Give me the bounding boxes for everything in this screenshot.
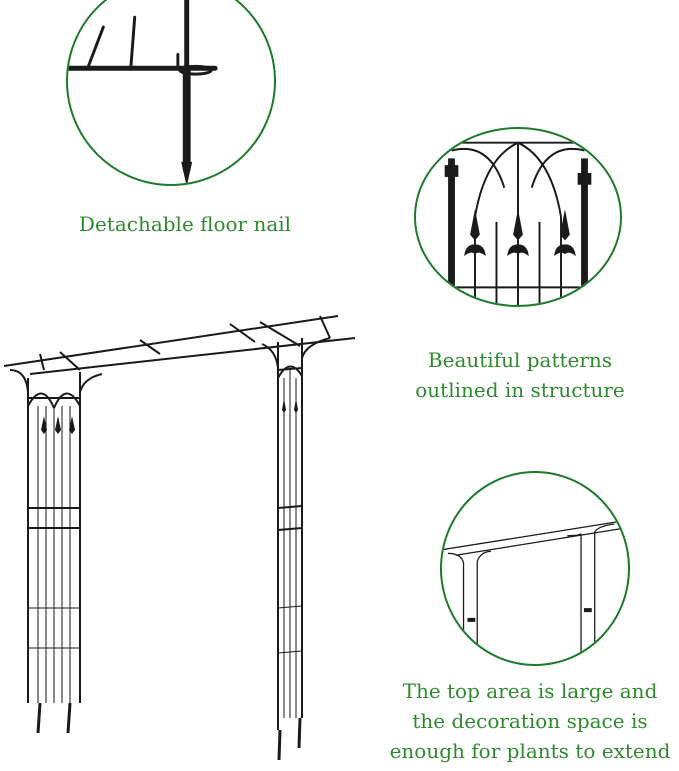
top-area-caption-line3: enough for plants to extend <box>389 739 671 763</box>
top-area-circle <box>440 471 630 666</box>
fleur-de-lis-pattern-icon <box>444 141 592 305</box>
pattern-circle <box>414 127 622 307</box>
floor-nail-caption: Detachable floor nail <box>78 212 292 236</box>
pattern-caption-line2: outlined in structure <box>415 378 625 402</box>
top-area-caption-line1: The top area is large and <box>402 679 658 703</box>
garden-arch-illustration <box>0 308 360 767</box>
top-area-caption-line2: the decoration space is <box>412 709 648 733</box>
pattern-caption: Beautiful patterns outlined in structure <box>380 345 660 405</box>
floor-nail-circle <box>66 0 276 186</box>
arch-overview-icon <box>443 521 627 660</box>
pattern-caption-line1: Beautiful patterns <box>427 348 613 372</box>
garden-arch-icon <box>3 315 356 761</box>
top-area-caption: The top area is large and the decoration… <box>380 676 679 766</box>
floor-nail-closeup-icon <box>68 0 218 184</box>
